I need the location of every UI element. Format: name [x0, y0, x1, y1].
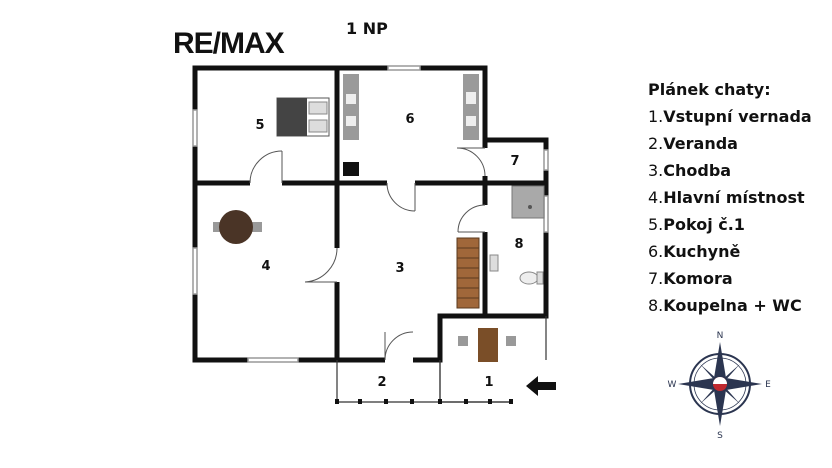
room-label-8: 8 [514, 237, 523, 252]
legend-item: 8.Koupelna + WC [648, 292, 812, 319]
compass-s: S [717, 431, 723, 441]
legend-item-label: Pokoj č.1 [663, 215, 745, 234]
legend-item: 3.Chodba [648, 157, 812, 184]
room-label-2: 2 [377, 375, 386, 390]
windows [192, 65, 549, 363]
compass-e: E [765, 380, 771, 390]
room-label-6: 6 [405, 112, 414, 127]
legend-title: Plánek chaty: [648, 80, 771, 99]
entrance-arrow-icon [526, 376, 556, 396]
verandas [336, 316, 547, 403]
legend-item-label: Kuchyně [663, 242, 741, 261]
walls [192, 65, 549, 363]
legend-item-label: Veranda [663, 134, 738, 153]
legend-item-number: 6. [648, 242, 664, 261]
legend-item-label: Komora [663, 269, 733, 288]
room-label-5: 5 [255, 118, 264, 133]
legend-item: 4.Hlavní místnost [648, 184, 812, 211]
veranda-1-outline [439, 360, 510, 403]
door-gaps [250, 148, 489, 364]
remax-logo: RE/MAX [173, 27, 285, 60]
compass-rose-icon: N S E W [668, 331, 772, 441]
dining-table [213, 210, 262, 244]
compass-n: N [717, 331, 724, 341]
legend-item-number: 3. [648, 161, 664, 180]
compass-w: W [668, 380, 677, 390]
bathroom-fixtures [489, 185, 545, 285]
legend-item-label: Hlavní místnost [663, 188, 805, 207]
legend-item-label: Vstupní vernada [663, 107, 812, 126]
entrance-table [458, 328, 516, 362]
legend-item: 5.Pokoj č.1 [648, 211, 812, 238]
legend-item-number: 5. [648, 215, 664, 234]
veranda-2-outline [336, 360, 441, 403]
legend-item-label: Koupelna + WC [663, 296, 802, 315]
veranda-posts [335, 399, 513, 404]
kitchen-counters [343, 74, 479, 176]
legend-item-number: 1. [648, 107, 664, 126]
legend-item-label: Chodba [663, 161, 732, 180]
stairs [456, 237, 480, 309]
legend-item-number: 2. [648, 134, 664, 153]
legend-item: 7.Komora [648, 265, 812, 292]
bed [276, 97, 330, 137]
legend-item-number: 7. [648, 269, 664, 288]
room-label-4: 4 [261, 259, 270, 274]
legend-item: 6.Kuchyně [648, 238, 812, 265]
legend-item-number: 4. [648, 188, 664, 207]
room-label-3: 3 [395, 261, 404, 276]
room-label-7: 7 [510, 154, 519, 169]
door-swings [249, 147, 486, 361]
room-label-1: 1 [484, 375, 493, 390]
legend-item: 2.Veranda [648, 130, 812, 157]
floor-title: 1 NP [346, 19, 388, 38]
wall-pantry-top [482, 137, 549, 319]
legend-item-number: 8. [648, 296, 664, 315]
legend-item: 1.Vstupní vernada [648, 103, 812, 130]
